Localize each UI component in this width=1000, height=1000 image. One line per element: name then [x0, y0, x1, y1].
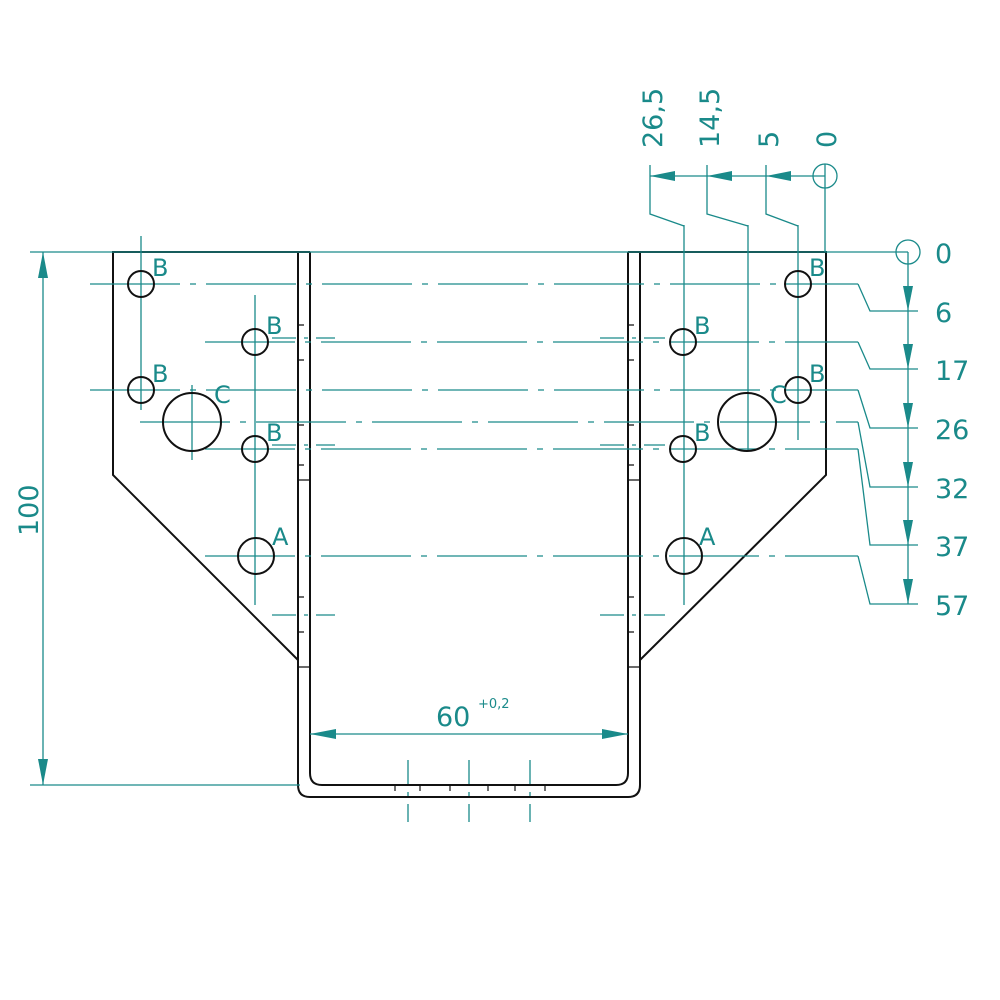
width-dimension: 60 +0,2: [310, 697, 628, 739]
hole-label: C: [214, 381, 231, 409]
hole-label: B: [809, 360, 825, 388]
height-dimension-label: 100: [14, 484, 45, 536]
hole-c: [717, 392, 777, 452]
y-dimension-label: 17: [935, 356, 969, 387]
hole-b: [127, 376, 155, 404]
y-dimension-label: 0: [935, 239, 952, 270]
hole-b: [784, 376, 812, 404]
x-dimension-label: 26,5: [638, 88, 669, 148]
hole-a: [237, 537, 275, 575]
hole-labels: B B B C B A B B B C B A: [152, 254, 825, 551]
hole-label: B: [809, 254, 825, 282]
x-dimension-label: 5: [754, 131, 785, 148]
hole-label: B: [152, 254, 168, 282]
hole-label: A: [699, 523, 716, 551]
hole-b: [669, 328, 697, 356]
hole-label: B: [152, 360, 168, 388]
holes: [127, 270, 812, 575]
hole-b: [669, 435, 697, 463]
hole-label: A: [272, 523, 289, 551]
y-dimension-label: 26: [935, 415, 969, 446]
y-ordinate-dimensions: 0 6 17 26 32 37 57: [30, 239, 969, 622]
hole-b: [241, 328, 269, 356]
hole-b: [241, 435, 269, 463]
height-dimension: 100: [14, 252, 300, 786]
hole-label: B: [266, 419, 282, 447]
hole-b: [127, 270, 155, 298]
width-dimension-label: 60: [436, 702, 470, 733]
hole-label: B: [694, 419, 710, 447]
y-dimension-label: 57: [935, 591, 969, 622]
y-dimension-label: 37: [935, 532, 969, 563]
hole-b: [784, 270, 812, 298]
y-dimension-label: 32: [935, 474, 969, 505]
y-dimension-label: 6: [935, 298, 952, 329]
hole-c: [162, 392, 222, 452]
centerlines: [90, 225, 858, 822]
width-tolerance-label: +0,2: [478, 697, 510, 712]
x-ordinate-dimensions: 26,5 14,5 5 0: [638, 88, 843, 252]
hole-label: B: [266, 312, 282, 340]
x-dimension-label: 14,5: [695, 88, 726, 148]
x-dimension-label: 0: [812, 131, 843, 148]
hole-label: C: [770, 381, 787, 409]
hole-a: [665, 537, 703, 575]
hole-label: B: [694, 312, 710, 340]
